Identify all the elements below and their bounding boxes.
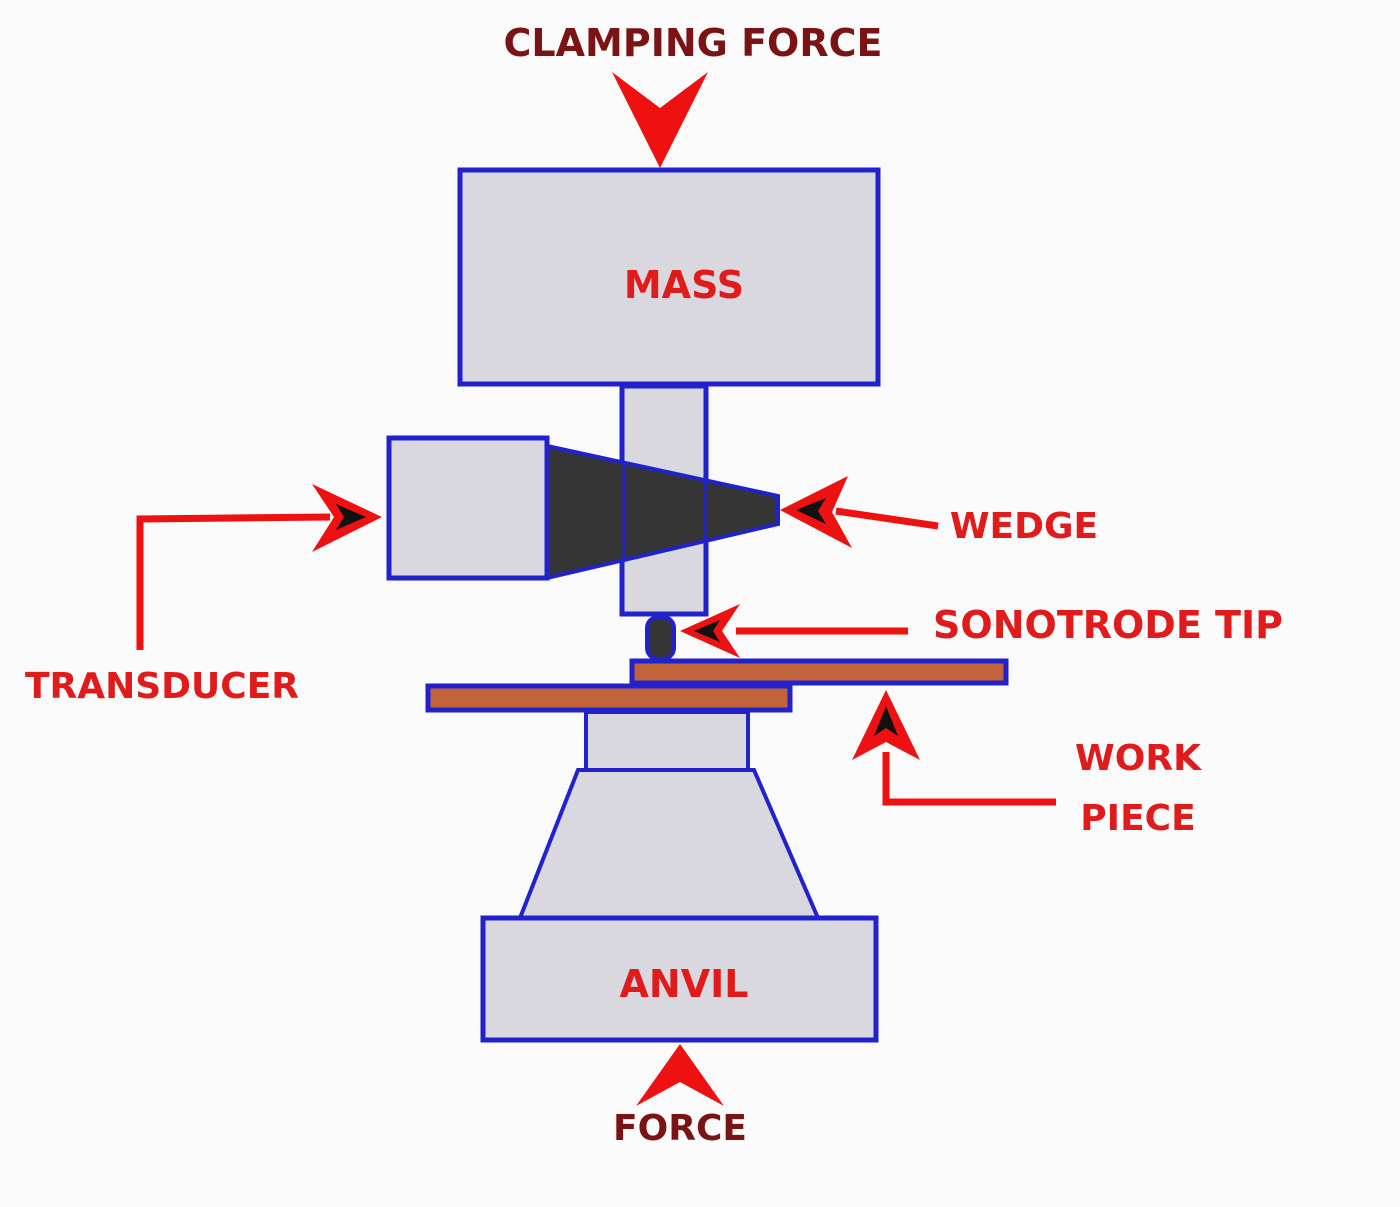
sonotrode-tip — [645, 615, 676, 661]
anvil-label: ANVIL — [620, 962, 749, 1006]
transducer-pointer-head-core — [336, 504, 366, 530]
anvil-neck — [584, 710, 750, 772]
sonotrode-pointer-head-core — [694, 620, 720, 642]
clamping-force-arrow — [612, 72, 708, 168]
clamping-force-label: CLAMPING FORCE — [504, 21, 883, 65]
transducer-label: TRANSDUCER — [25, 666, 299, 707]
work-piece-label-line2: PIECE — [1080, 798, 1195, 839]
mass-block — [457, 167, 881, 387]
anvil-block — [480, 915, 879, 1043]
anvil-taper — [517, 768, 822, 920]
force-label: FORCE — [613, 1108, 747, 1149]
wedge-label: WEDGE — [950, 506, 1098, 547]
wedge-pointer-line — [835, 507, 939, 530]
force-arrow — [636, 1044, 724, 1106]
work-piece-pointer-line — [882, 752, 1056, 806]
transducer-pointer-line — [136, 513, 331, 650]
work-piece-lower — [425, 683, 793, 713]
work-piece-label-line1: WORK — [1075, 738, 1202, 779]
sonotrode-tip-label: SONOTRODE TIP — [933, 603, 1283, 647]
work-piece-upper — [629, 658, 1009, 686]
work-piece-pointer-head-core — [874, 706, 898, 736]
mass-label: MASS — [624, 263, 744, 307]
transducer-block — [386, 435, 550, 581]
wedge-pointer-head-core — [796, 498, 826, 524]
